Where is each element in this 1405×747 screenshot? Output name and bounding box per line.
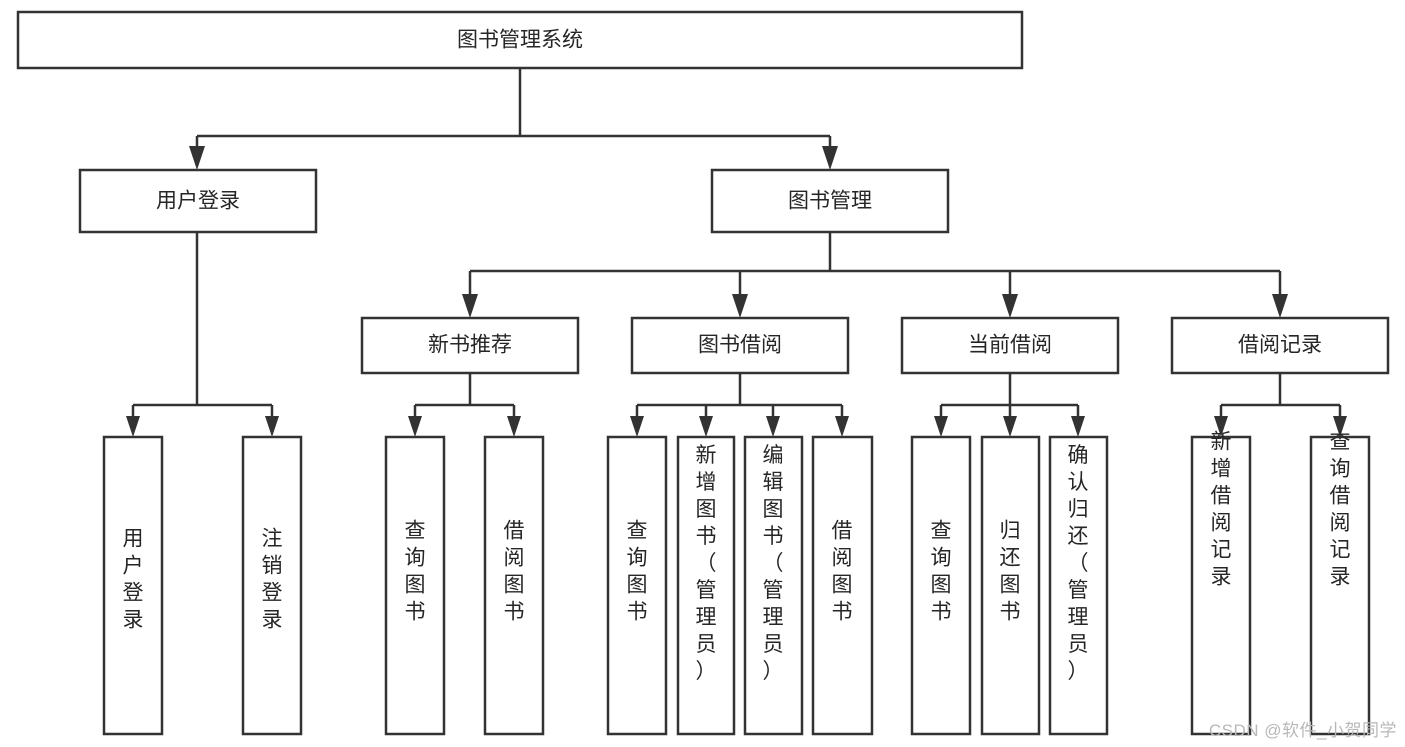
node-current-borrow-label: 当前借阅 [968,334,1052,357]
node-leaf-logout-box[interactable] [241,435,303,736]
node-book-manage-box[interactable] [710,168,950,234]
arrow-head-leaf-confirm-return [1071,416,1085,437]
arrow-head-leaf-borrow-book-2 [835,416,849,437]
node-leaf-add-book-box[interactable] [676,435,736,736]
node-leaf-add-record[interactable]: 新增借阅记录 [1190,431,1252,736]
node-book-borrow[interactable]: 图书借阅 [630,316,850,375]
node-leaf-edit-book-box[interactable] [743,435,804,736]
node-leaf-confirm-return-label: 确认归还（管理员） [1068,444,1089,683]
node-leaf-return-book[interactable]: 归还图书 [980,435,1041,736]
node-root-box[interactable] [16,10,1024,70]
node-user-login-box[interactable] [78,168,318,234]
arrow-head-leaf-add-record [1214,416,1228,437]
node-new-book-rec-box[interactable] [360,316,580,375]
node-leaf-query-book-3-box[interactable] [910,435,972,736]
arrow-head-leaf-query-book-1 [408,416,422,437]
node-leaf-confirm-return[interactable]: 确认归还（管理员） [1048,435,1109,736]
node-leaf-query-record-box[interactable] [1309,435,1371,736]
connector-group-book-borrow-to-leaves [630,373,849,437]
node-leaf-user-login-box[interactable] [102,435,164,736]
node-leaf-borrow-book-1-label: 借阅图书 [504,520,525,624]
node-root[interactable]: 图书管理系统 [16,10,1024,70]
arrow-head-leaf-query-book-2 [630,416,644,437]
arrow-head-borrow-record [1272,294,1288,318]
node-leaf-add-book[interactable]: 新增图书（管理员） [676,435,736,736]
node-book-manage-label: 图书管理 [788,190,872,213]
connector-group-current-borrow-to-leaves [934,373,1085,437]
node-root-label: 图书管理系统 [457,29,583,52]
arrow-head-leaf-add-book [699,416,713,437]
node-current-borrow[interactable]: 当前借阅 [900,316,1120,375]
node-new-book-rec-label: 新书推荐 [428,334,512,357]
node-leaf-query-book-2-box[interactable] [606,435,668,736]
node-leaf-borrow-book-2-label: 借阅图书 [832,520,853,624]
arrow-head-leaf-logout [265,416,279,437]
node-leaf-add-record-box[interactable] [1190,435,1252,736]
arrow-head-leaf-query-book-3 [934,416,948,437]
node-leaf-query-book-3-label: 查询图书 [931,520,952,624]
arrow-head-leaf-query-record [1333,416,1347,437]
node-leaf-query-book-2-label: 查询图书 [627,520,648,624]
node-leaf-borrow-book-2-box[interactable] [811,435,874,736]
node-leaf-borrow-book-1-box[interactable] [483,435,545,736]
arrow-head-new-book-rec [462,294,478,318]
csdn-watermark: CSDN @软件_小贺同学 [1208,721,1397,740]
node-user-login-label: 用户登录 [156,190,240,213]
arrow-head-leaf-user-login [126,416,140,437]
connector-group-new-book-rec-to-leaves [408,373,521,437]
node-borrow-record-box[interactable] [1170,316,1390,375]
node-leaf-query-book-1[interactable]: 查询图书 [384,435,446,736]
connector-group-root-to-level2 [189,68,838,170]
node-leaf-query-record[interactable]: 查询借阅记录 [1309,431,1371,736]
node-current-borrow-box[interactable] [900,316,1120,375]
node-leaf-add-record-label: 新增借阅记录 [1211,431,1232,589]
node-leaf-query-book-1-box[interactable] [384,435,446,736]
arrow-head-book-manage [822,146,838,170]
node-leaf-logout[interactable]: 注销登录 [241,435,303,736]
node-leaf-user-login-label: 用户登录 [123,528,144,632]
node-book-borrow-label: 图书借阅 [698,334,782,357]
node-leaf-query-book-1-label: 查询图书 [405,520,426,624]
node-leaf-user-login[interactable]: 用户登录 [102,435,164,736]
node-leaf-return-book-box[interactable] [980,435,1041,736]
node-leaf-query-book-3[interactable]: 查询图书 [910,435,972,736]
node-leaf-borrow-book-2[interactable]: 借阅图书 [811,435,874,736]
arrow-head-current-borrow [1002,294,1018,318]
node-leaf-return-book-label: 归还图书 [1000,520,1021,624]
node-leaf-confirm-return-box[interactable] [1048,435,1109,736]
arrow-head-leaf-return-book [1003,416,1017,437]
arrow-head-leaf-borrow-book-1 [507,416,521,437]
arrow-head-leaf-edit-book [766,416,780,437]
connector-group-book-manage-to-level3 [462,232,1288,318]
node-new-book-rec[interactable]: 新书推荐 [360,316,580,375]
node-borrow-record[interactable]: 借阅记录 [1170,316,1390,375]
node-book-borrow-box[interactable] [630,316,850,375]
arrow-head-user-login [189,146,205,170]
node-leaf-borrow-book-1[interactable]: 借阅图书 [483,435,545,736]
connector-group-borrow-record-to-leaves [1214,373,1347,437]
node-borrow-record-label: 借阅记录 [1238,334,1322,357]
node-leaf-edit-book-label: 编辑图书（管理员） [763,444,784,683]
node-book-manage[interactable]: 图书管理 [710,168,950,234]
connector-group-user-login-to-leaves [126,232,279,437]
node-user-login[interactable]: 用户登录 [78,168,318,234]
node-leaf-edit-book[interactable]: 编辑图书（管理员） [743,435,804,736]
node-leaf-logout-label: 注销登录 [262,528,283,632]
node-leaf-query-record-label: 查询借阅记录 [1330,431,1351,589]
node-leaf-add-book-label: 新增图书（管理员） [696,444,717,683]
arrow-head-book-borrow [732,294,748,318]
node-leaf-query-book-2[interactable]: 查询图书 [606,435,668,736]
